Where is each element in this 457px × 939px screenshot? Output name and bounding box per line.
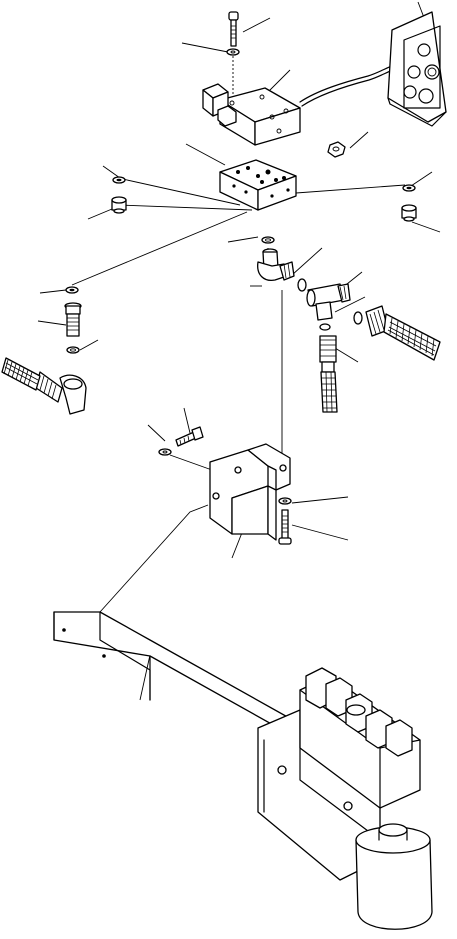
- right-hose: [383, 313, 441, 361]
- left-plug: [111, 196, 127, 214]
- connector-plate: [387, 11, 447, 127]
- frame-member: [53, 611, 301, 741]
- left-adapter: [64, 302, 82, 337]
- right-plug: [401, 204, 417, 222]
- manifold-nut: [327, 141, 346, 158]
- upper-washer: [226, 48, 240, 95]
- elbow-fitting: [257, 248, 295, 281]
- bracket-washer: [158, 448, 172, 456]
- elbow-o-ring: [297, 278, 307, 292]
- left-plug-washer: [112, 176, 126, 184]
- right-hose-fitting: [365, 305, 389, 337]
- left-elbow-hose: [1, 357, 87, 415]
- bracket-lower-screw: [278, 509, 292, 545]
- mounting-bracket: [209, 443, 291, 541]
- bracket-bolt: [175, 426, 204, 447]
- manifold-o-ring: [261, 236, 275, 244]
- leader-lines: [37, 1, 441, 701]
- left-o-ring: [66, 346, 80, 354]
- lower-hose-fitting: [319, 335, 337, 373]
- bracket-lower-washer: [278, 497, 292, 505]
- left-washer: [65, 286, 79, 294]
- connector-plug: [202, 83, 237, 127]
- tee-o-ring: [319, 311, 363, 331]
- lower-hose: [320, 371, 338, 413]
- valve-assembly: [257, 667, 433, 930]
- valve-manifold-block: [219, 159, 297, 211]
- upper-screw: [228, 11, 239, 47]
- right-plug-washer: [402, 184, 416, 192]
- connector-cable: [299, 65, 394, 107]
- tee-fitting: [306, 283, 351, 321]
